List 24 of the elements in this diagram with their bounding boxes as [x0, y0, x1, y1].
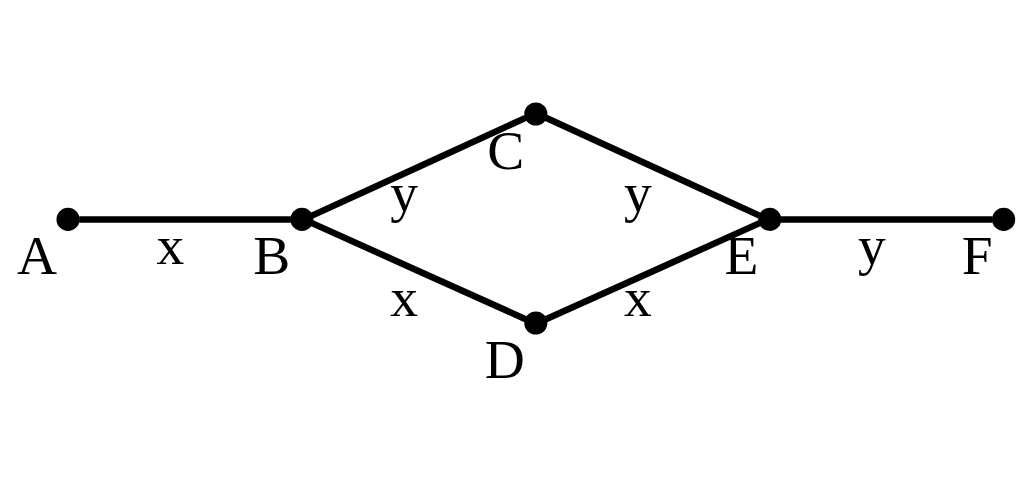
node-label: C	[487, 119, 525, 181]
connector	[310, 219, 527, 322]
node-label: F	[961, 224, 993, 286]
edge-label: y	[624, 161, 652, 223]
node-circle	[524, 101, 548, 126]
connector	[79, 215, 291, 223]
node-label: B	[253, 224, 291, 286]
edge-label: y	[858, 214, 886, 276]
connector	[544, 219, 761, 322]
connector	[780, 215, 993, 223]
node-circle	[758, 207, 782, 231]
node-circle	[992, 207, 1016, 231]
node-circle	[524, 310, 548, 335]
node-circle	[290, 207, 314, 231]
node-label: E	[724, 224, 759, 286]
connector	[544, 114, 761, 219]
edge-label: y	[390, 161, 418, 223]
node-label: D	[484, 328, 525, 390]
edge-label: x	[156, 214, 185, 276]
connector	[310, 114, 527, 219]
edge-label: x	[624, 266, 652, 328]
edge-label: x	[390, 266, 418, 328]
node-label: A	[17, 224, 58, 286]
node-circle	[56, 207, 80, 231]
